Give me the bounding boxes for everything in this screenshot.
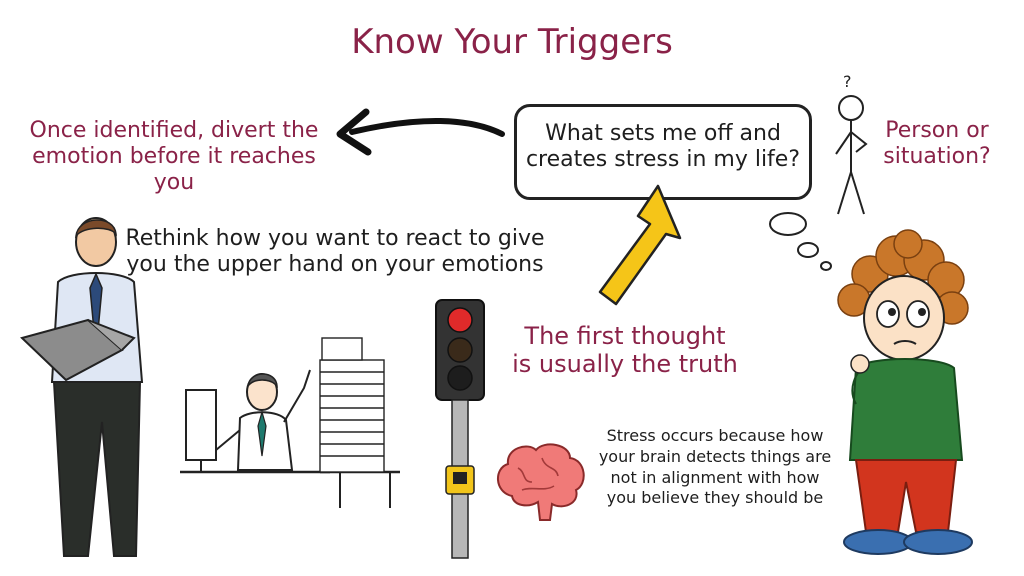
office-worker-paperwork-icon <box>180 337 400 508</box>
first-thought-line-2: is usually the truth <box>512 350 738 379</box>
first-thought-text: The first thought is usually the truth <box>500 322 750 379</box>
stress-line-3: not in alignment with how <box>610 467 820 487</box>
stress-line-4: you believe they should be <box>606 488 824 508</box>
black-arrow-left-icon <box>336 108 505 156</box>
stress-text: Stress occurs because how your brain det… <box>580 426 850 509</box>
question-mark: ? <box>843 72 852 91</box>
stress-line-1: Stress occurs because how <box>606 426 824 445</box>
curly-haired-thinker-icon <box>837 229 973 555</box>
question-line-2: creates stress in my life? <box>525 146 801 172</box>
question-box-text: What sets me off and creates stress in m… <box>517 121 809 173</box>
page-title: Know Your Triggers <box>351 22 673 62</box>
rethink-text: Rethink how you want to react to give yo… <box>120 226 550 278</box>
rethink-line-2: you the upper hand on your emotions <box>126 251 544 277</box>
brain-icon <box>497 443 585 521</box>
businessman-reading-icon <box>20 217 144 557</box>
stick-figure-icon <box>835 95 868 215</box>
divert-line-2: emotion before it reaches you <box>32 143 316 195</box>
person-line-2: situation? <box>883 143 991 169</box>
person-line-1: Person or <box>885 118 989 143</box>
rethink-line-1: Rethink how you want to react to give <box>125 226 545 251</box>
traffic-light-icon <box>435 299 485 559</box>
divert-line-1: Once identified, divert the <box>29 118 319 143</box>
yellow-arrow-up-icon <box>598 184 682 306</box>
divert-text: Once identified, divert the emotion befo… <box>14 118 334 196</box>
question-box: What sets me off and creates stress in m… <box>514 104 812 200</box>
person-or-situation-text: Person or situation? <box>872 118 1002 170</box>
stress-line-2: your brain detects things are <box>598 446 832 466</box>
thought-bubbles-icon <box>769 212 832 271</box>
first-thought-line-1: The first thought <box>524 322 726 350</box>
question-line-1: What sets me off and <box>545 121 781 146</box>
